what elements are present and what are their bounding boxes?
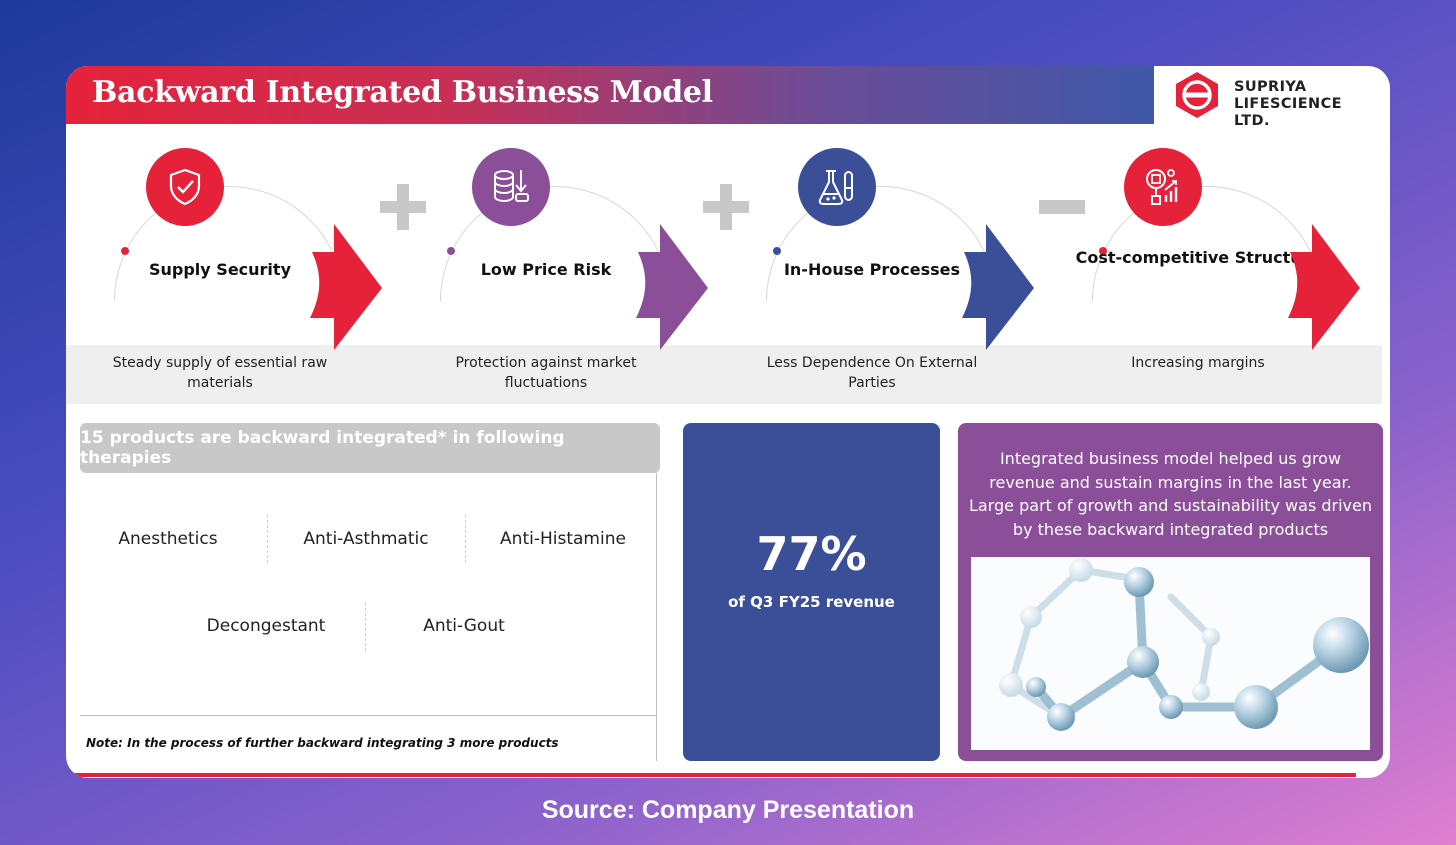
stage-title: Supply Security	[148, 260, 291, 279]
stage-description: Increasing margins	[1131, 355, 1265, 371]
stage-icon-circle	[472, 148, 550, 226]
stage-dot	[121, 247, 129, 255]
cost-chart-icon	[1146, 169, 1178, 205]
stage-cost-competitive-structure: Cost-competitive Structure Increasing ma…	[1044, 138, 1370, 464]
stage-title: Low Price Risk	[480, 260, 612, 279]
therapy-item: Anti-Histamine	[500, 529, 626, 549]
therapies-heading: 15 products are backward integrated* in …	[80, 423, 660, 473]
plus-icon	[703, 184, 749, 230]
footnote: Note: In the process of further backward…	[86, 736, 559, 750]
therapy-separator	[465, 515, 466, 563]
stat-label: of Q3 FY25 revenue	[728, 593, 895, 611]
revenue-stat-card: 77% of Q3 FY25 revenue	[683, 423, 940, 761]
stage-in-house-processes: In-House Processes Less Dependence On Ex…	[718, 138, 1044, 464]
plus-icon	[380, 184, 426, 230]
therapy-separator	[267, 515, 268, 563]
therapy-separator	[365, 603, 366, 651]
shield-check-icon	[169, 168, 201, 206]
company-logo: SUPRIYA LIFESCIENCE LTD.	[1172, 70, 1382, 129]
bottom-accent-bar	[66, 773, 1356, 777]
stage-description: Less Dependence On External Parties	[766, 355, 978, 391]
stage-low-price-risk: Low Price Risk Protection against market…	[392, 138, 718, 464]
page-title: Backward Integrated Business Model	[92, 75, 713, 110]
stage-dot	[773, 247, 781, 255]
therapies-panel: 15 products are backward integrated* in …	[80, 423, 660, 761]
source-caption: Source: Company Presentation	[541, 796, 915, 824]
stage-icon-circle	[1124, 148, 1202, 226]
description-band	[66, 345, 1382, 404]
red-arrow	[1288, 224, 1360, 350]
header-bar: Backward Integrated Business Model	[66, 66, 1154, 124]
stage-description: Steady supply of essential raw materials	[112, 355, 328, 391]
stage-title: Cost-competitive Structure	[1075, 248, 1321, 267]
slide: Backward Integrated Business Model SUPRI…	[66, 66, 1390, 778]
stage-description: Protection against market fluctuations	[455, 355, 637, 391]
blue-arrow	[962, 224, 1034, 350]
stage-title: In-House Processes	[783, 260, 961, 279]
logo-line-1: SUPRIYA	[1234, 79, 1307, 95]
info-text: Integrated business model helped us grow…	[969, 449, 1372, 539]
stage-icon-circle	[798, 148, 876, 226]
panel-divider	[80, 715, 656, 716]
logo-line-2: LIFESCIENCE LTD.	[1234, 96, 1342, 129]
red-arrow	[310, 224, 382, 350]
stage-icon-circle	[146, 148, 224, 226]
info-card: Integrated business model helped us grow…	[958, 423, 1383, 761]
panel-border-right	[656, 473, 657, 761]
minus-icon	[1039, 200, 1085, 214]
lab-flask-icon	[818, 170, 853, 205]
therapy-item: Anti-Asthmatic	[303, 529, 429, 549]
purple-arrow	[636, 224, 708, 350]
stage-dot	[1099, 247, 1107, 255]
therapy-item: Anti-Gout	[423, 616, 505, 636]
therapy-item: Anesthetics	[118, 529, 218, 549]
molecule-image	[971, 557, 1370, 750]
coin-stack-icon	[494, 170, 529, 203]
stage-dot	[447, 247, 455, 255]
stat-value: 77%	[756, 527, 867, 581]
stage-supply-security: Supply Security Steady supply of essenti…	[66, 138, 392, 464]
therapy-item: Decongestant	[206, 616, 326, 636]
supriya-logo-icon	[1176, 72, 1218, 118]
